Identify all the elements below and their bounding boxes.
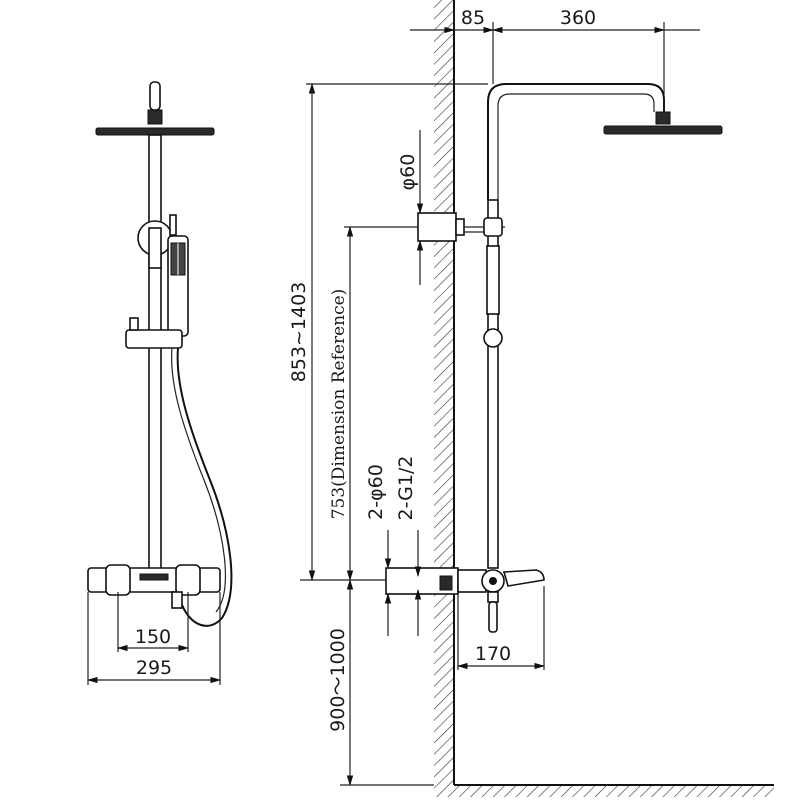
- dim-inlet-count-diameter: 2-φ60: [365, 464, 387, 520]
- riser-side: [487, 199, 499, 569]
- dim-mount-height: 900～1000: [327, 628, 349, 732]
- side-view: 85 360 φ60 853~1403 753(Dimension Refere…: [288, 0, 774, 797]
- dim-arm-length: 360: [560, 7, 596, 29]
- dim-inlet-diameter: φ60: [397, 154, 419, 191]
- tub-spout: [502, 569, 545, 587]
- floor: [434, 785, 774, 797]
- slider-knob: [483, 328, 503, 348]
- top-wall-bracket: [417, 212, 457, 242]
- dim-inlet-thread: 2-G1/2: [395, 456, 417, 521]
- shower-arm: [487, 83, 665, 200]
- rain-head-side: [603, 125, 723, 135]
- dim-centre-spacing: 150: [135, 626, 171, 648]
- rain-shower-head: [95, 127, 215, 136]
- dim-spout-projection: 170: [475, 643, 511, 665]
- dim-overall-width: 295: [136, 657, 172, 679]
- slider-bracket: [125, 329, 183, 349]
- dim-total-height: 853~1403: [288, 282, 310, 383]
- wall: [434, 0, 454, 785]
- hose: [176, 347, 233, 627]
- dim-reference-height: 753(Dimension Reference): [329, 289, 349, 520]
- dim-top-offset: 85: [461, 7, 485, 29]
- front-view: 150 295: [86, 81, 233, 685]
- riser-pipe: [148, 134, 162, 574]
- head-connector: [149, 81, 161, 111]
